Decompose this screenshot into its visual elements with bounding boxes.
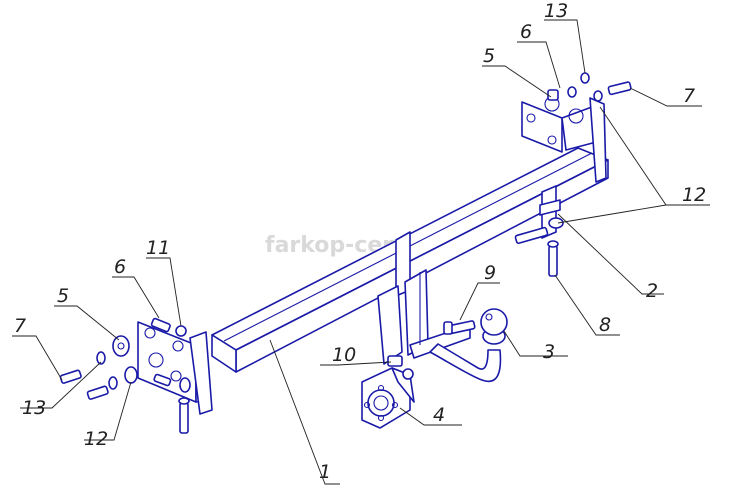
callout-11: 11 (146, 237, 170, 259)
right-hanger (514, 185, 564, 277)
callout-7-left: 7 (14, 315, 26, 337)
callout-10: 10 (332, 344, 356, 366)
callout-12-left: 12 (84, 428, 108, 450)
callout-7-right: 7 (683, 85, 695, 107)
callout-5-right: 5 (483, 45, 495, 67)
callout-13-left: 13 (22, 397, 46, 419)
tow-ball (429, 308, 508, 383)
callout-9: 9 (484, 262, 496, 284)
central-drop-bracket (377, 231, 471, 365)
right-bracket (521, 96, 607, 183)
callout-numbers: 1 2 3 4 5 5 6 6 7 7 8 9 10 11 12 12 13 1… (14, 0, 706, 483)
callout-2: 2 (646, 280, 658, 302)
bolt-9 (443, 320, 476, 335)
callout-12-right: 12 (682, 184, 706, 206)
bolt-10 (387, 355, 414, 380)
socket-plate (361, 367, 415, 429)
callout-8: 8 (599, 314, 611, 336)
callout-6-right: 6 (520, 21, 532, 43)
callout-4: 4 (433, 404, 445, 426)
callout-13-right: 13 (544, 0, 568, 22)
callout-1: 1 (319, 461, 331, 483)
callout-3: 3 (543, 341, 555, 363)
callout-5-left: 5 (57, 285, 69, 307)
right-hardware (547, 72, 632, 102)
left-hardware (59, 317, 191, 434)
callout-6-left: 6 (114, 256, 126, 278)
leader-lines (12, 19, 710, 485)
left-bracket (137, 321, 213, 415)
